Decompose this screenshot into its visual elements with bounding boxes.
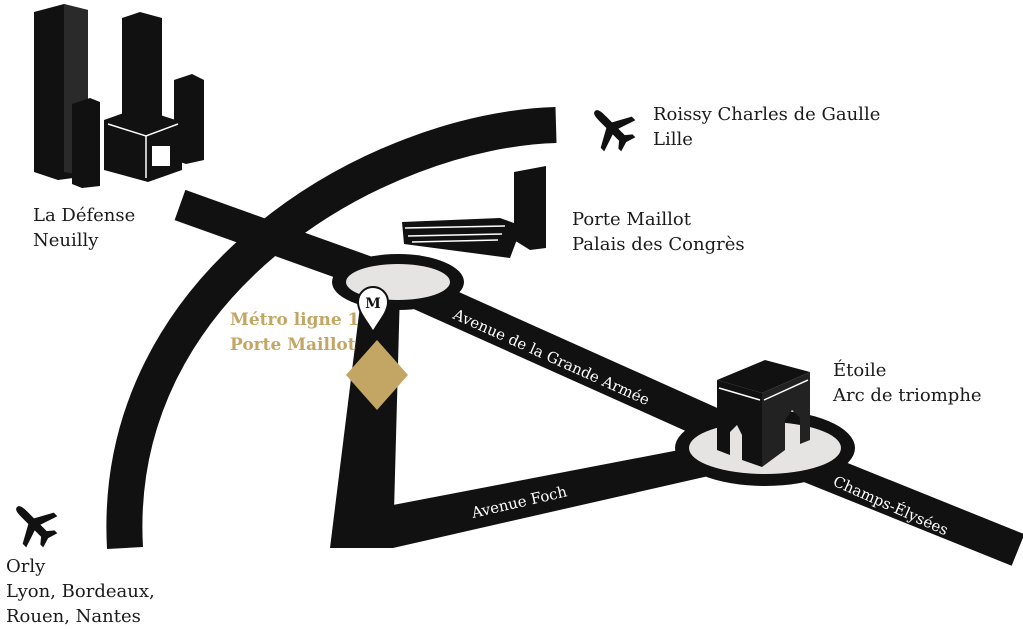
palais-des-congres-icon xyxy=(402,166,546,258)
label-orly-line2: Lyon, Bordeaux, xyxy=(6,581,155,602)
label-porte-maillot: Porte Maillot Palais des Congrès xyxy=(572,207,745,257)
label-defense-line1: La Défense xyxy=(33,205,136,226)
airplane-icon-orly xyxy=(16,506,58,548)
label-metro-line1: Métro ligne 1 xyxy=(230,310,360,330)
label-metro-line2: Porte Maillot xyxy=(230,335,356,355)
label-porte-maillot-line1: Porte Maillot xyxy=(572,209,691,230)
arc-de-triomphe-icon xyxy=(717,360,810,467)
avenue-foch-road xyxy=(393,445,735,548)
label-metro: Métro ligne 1 Porte Maillot xyxy=(230,308,359,358)
label-etoile-line1: Étoile xyxy=(833,360,887,381)
label-orly-line1: Orly xyxy=(6,556,46,577)
airplane-icon-roissy xyxy=(594,110,636,152)
label-defense-line2: Neuilly xyxy=(33,230,99,251)
label-roissy-line1: Roissy Charles de Gaulle xyxy=(653,104,881,125)
street-label-grande-armee: Avenue de la Grande Armée xyxy=(449,305,652,409)
label-roissy: Roissy Charles de Gaulle Lille xyxy=(653,102,880,152)
hotel-diamond-marker[interactable] xyxy=(346,340,408,410)
label-orly-line3: Rouen, Nantes xyxy=(6,606,141,627)
label-orly: Orly Lyon, Bordeaux, Rouen, Nantes xyxy=(6,554,155,629)
skyscrapers-icon xyxy=(34,4,204,188)
label-roissy-line2: Lille xyxy=(653,129,693,150)
label-etoile-line2: Arc de triomphe xyxy=(833,385,982,406)
label-defense: La Défense Neuilly xyxy=(33,203,135,253)
metro-pin-icon[interactable]: M xyxy=(356,286,390,334)
label-porte-maillot-line2: Palais des Congrès xyxy=(572,234,745,255)
label-etoile: Étoile Arc de triomphe xyxy=(833,358,982,408)
metro-letter: M xyxy=(365,296,381,312)
street-label-malakoff: Avenue Malakoff xyxy=(305,403,332,534)
